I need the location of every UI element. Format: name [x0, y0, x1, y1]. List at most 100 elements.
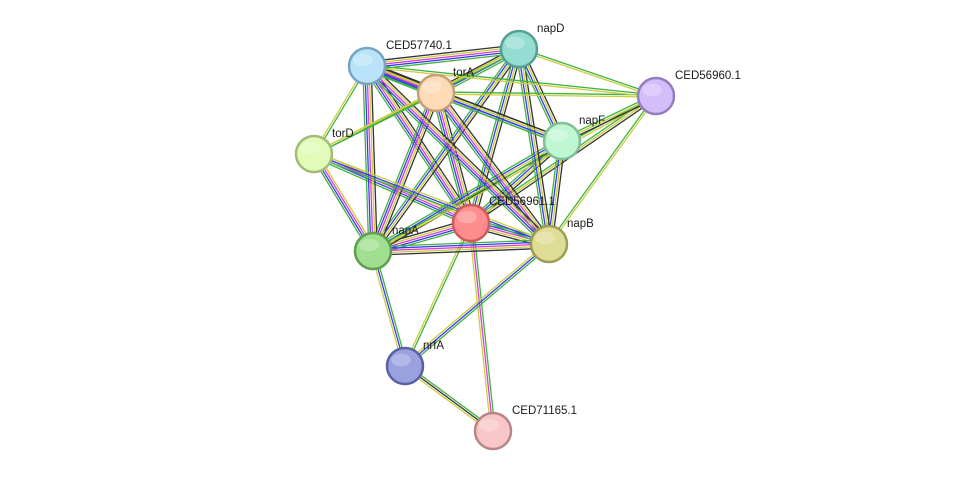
- edge-line-green: [515, 49, 547, 245]
- edge-line-green: [405, 245, 551, 369]
- edge-line-blue: [313, 153, 550, 245]
- edge-line-blue: [404, 243, 550, 367]
- edge-line-black: [370, 65, 378, 251]
- node-torA[interactable]: torA: [416, 67, 474, 113]
- edge-line-yellow: [549, 96, 658, 245]
- edge-line-blue: [372, 241, 549, 250]
- node-label: napD: [537, 23, 565, 35]
- node-CED57740.1[interactable]: CED57740.1: [347, 40, 452, 86]
- node-label: CED56960.1: [675, 70, 741, 82]
- node-circle[interactable]: [347, 46, 387, 86]
- edge-line-black: [473, 49, 523, 225]
- node-label: CED71165.1: [512, 405, 577, 417]
- edge-line-yellow: [403, 222, 471, 366]
- edge-line-yellow: [437, 91, 552, 244]
- edge-line-yellow: [403, 241, 549, 365]
- edge-line-black: [373, 247, 550, 256]
- node-label: napA: [392, 225, 419, 237]
- edge-line-green: [313, 155, 549, 247]
- edge-line-yellow: [366, 46, 519, 65]
- edge-line-blue: [365, 67, 548, 246]
- edge-line-green: [368, 91, 433, 250]
- node-highlight: [548, 128, 568, 142]
- edge-line-green: [374, 250, 408, 366]
- node-nrfA[interactable]: nrfA: [385, 340, 444, 386]
- edge-line-yellow: [366, 66, 656, 98]
- node-label: CED56961.1: [489, 196, 555, 208]
- edge-line-green: [372, 239, 549, 248]
- edge-line-green: [369, 46, 517, 250]
- node-highlight: [353, 53, 373, 67]
- edge-CED56961.1-CED71165.1: [468, 222, 496, 432]
- edge-napA-CED57740.1: [362, 65, 378, 252]
- edge-CED57740.1-CED56960.1: [366, 64, 657, 98]
- node-circle[interactable]: [636, 76, 676, 116]
- node-highlight: [535, 231, 555, 245]
- node-label: torA: [453, 67, 474, 79]
- edge-line-magenta: [470, 222, 494, 432]
- node-circle[interactable]: [473, 411, 513, 451]
- node-napB[interactable]: napB: [529, 218, 594, 264]
- edge-line-blue: [372, 139, 562, 251]
- edge-line-yellow: [373, 141, 563, 253]
- edge-line-yellow: [373, 96, 657, 253]
- edge-napA-napB: [372, 239, 550, 256]
- node-CED56961.1[interactable]: CED56961.1: [451, 196, 555, 243]
- edge-line-black: [438, 90, 553, 242]
- edge-line-green: [314, 93, 437, 156]
- edge-napD-CED57740.1: [366, 44, 520, 71]
- node-circle[interactable]: [294, 134, 334, 174]
- edge-line-green: [312, 156, 470, 227]
- node-napD[interactable]: napD: [499, 23, 565, 69]
- node-napA[interactable]: napA: [353, 225, 419, 271]
- edge-line-green: [436, 91, 657, 96]
- node-highlight: [391, 353, 411, 367]
- edge-line-yellow: [368, 64, 551, 243]
- edge-line-yellow: [368, 65, 376, 251]
- edge-line-yellow: [518, 49, 656, 98]
- node-circle[interactable]: [542, 121, 582, 161]
- nodes-layer: CED56961.1 napA napB napF napD torA CED57740.1…: [294, 23, 741, 451]
- edge-torA-torD: [313, 91, 437, 156]
- edge-line-blue: [366, 66, 562, 143]
- edge-line-magenta: [366, 65, 472, 224]
- node-circle[interactable]: [451, 203, 491, 243]
- node-label: CED57740.1: [386, 40, 452, 52]
- edges-layer: [310, 44, 658, 434]
- edge-line-yellow: [367, 64, 563, 141]
- node-highlight: [642, 83, 662, 97]
- node-highlight: [457, 210, 477, 224]
- node-label: nrfA: [423, 340, 444, 352]
- edge-line-blue: [364, 66, 372, 252]
- node-highlight: [505, 36, 525, 50]
- edge-line-magenta: [372, 92, 437, 252]
- edge-line-magenta: [372, 243, 550, 252]
- node-circle[interactable]: [499, 29, 539, 69]
- node-torD[interactable]: torD: [294, 128, 354, 174]
- edge-line-yellow: [370, 251, 404, 367]
- edge-line-yellow: [313, 91, 436, 154]
- edge-napB-CED57740.1: [363, 62, 553, 248]
- edge-torA-CED56960.1: [435, 91, 657, 98]
- node-label: torD: [332, 128, 354, 140]
- edge-line-yellow: [435, 93, 656, 98]
- node-label: napB: [567, 218, 594, 230]
- node-circle[interactable]: [416, 73, 456, 113]
- edge-line-green: [547, 95, 656, 244]
- edge-napA-napF: [371, 137, 564, 255]
- node-circle[interactable]: [385, 346, 425, 386]
- node-highlight: [359, 238, 379, 252]
- edge-line-green: [431, 93, 468, 225]
- node-CED56960.1[interactable]: CED56960.1: [636, 70, 741, 116]
- node-CED71165.1[interactable]: CED71165.1: [473, 405, 577, 451]
- edge-line-green: [371, 137, 561, 249]
- edge-line-magenta: [366, 48, 520, 67]
- node-circle[interactable]: [529, 224, 569, 264]
- edge-napA-nrfA: [370, 250, 408, 367]
- node-circle[interactable]: [353, 231, 393, 271]
- edge-line-blue: [372, 250, 406, 367]
- node-napF[interactable]: napF: [542, 115, 605, 161]
- edge-line-green: [367, 64, 657, 96]
- edge-line-green: [362, 67, 469, 226]
